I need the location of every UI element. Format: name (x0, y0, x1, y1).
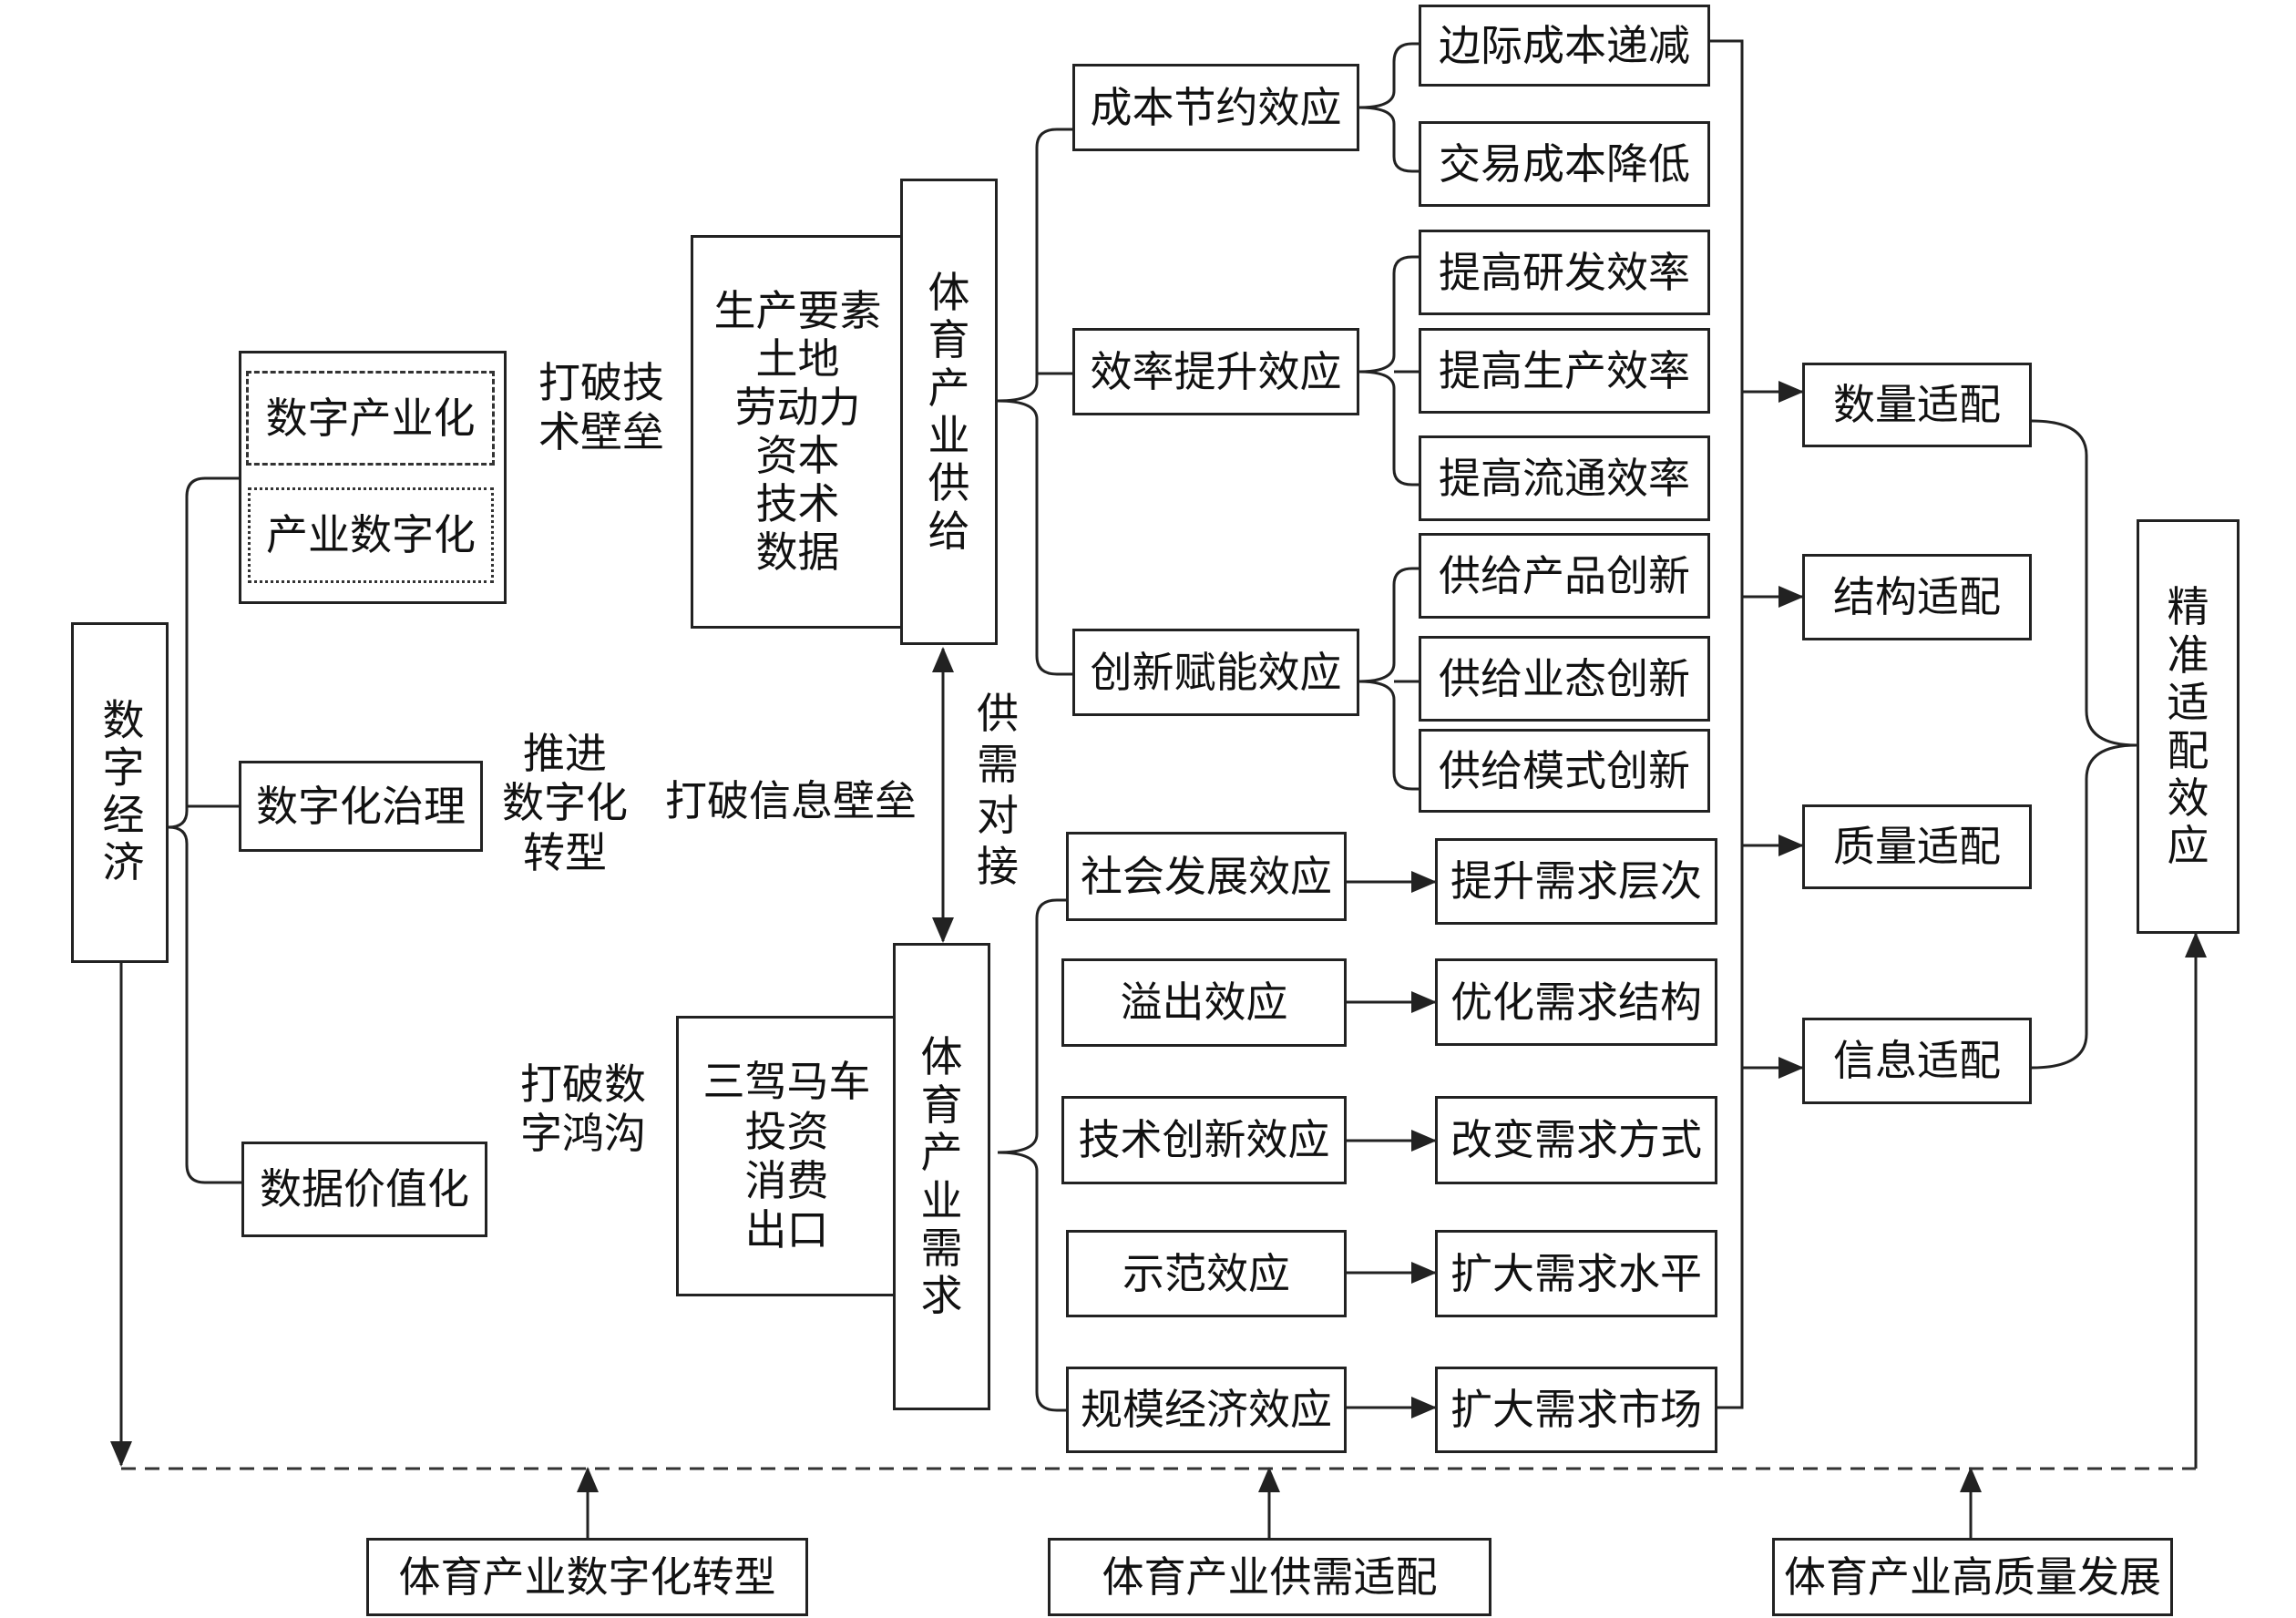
cost-saving-effect-label: 成本节约效应 (1090, 82, 1342, 132)
break-info-barrier-label: 打破信息壁垒 (665, 776, 917, 825)
change-demand-box: 改变需求方式 (1435, 1096, 1717, 1184)
digital-transformation-stage-label: 体育产业数字化转型 (398, 1551, 776, 1602)
sports-demand-label: 体 育 产 业 需 求 (920, 1032, 963, 1321)
marginal-cost-label: 边际成本递减 (1439, 20, 1690, 70)
break-tech-barrier-label: 打破技 术壁垒 (538, 358, 664, 457)
efficiency-effect-label: 效率提升效应 (1090, 346, 1342, 396)
information-adaptation-box: 信息适配 (1802, 1018, 2032, 1104)
digital-economy-box: 数字经济 (71, 622, 169, 963)
sports-demand-box: 体 育 产 业 需 求 (893, 943, 990, 1410)
innovation-effect-box: 创新赋能效应 (1072, 629, 1359, 716)
quality-adaptation-box: 质量适配 (1802, 804, 2032, 889)
high-quality-development-stage-box: 体育产业高质量发展 (1772, 1538, 2173, 1616)
expand-demand-level-box: 扩大需求水平 (1435, 1230, 1717, 1317)
upgrade-demand-box: 提升需求层次 (1435, 838, 1717, 925)
high-quality-development-stage-label: 体育产业高质量发展 (1784, 1551, 2161, 1602)
digital-governance-label: 数字化治理 (256, 781, 466, 831)
demonstration-effect-label: 示范效应 (1122, 1248, 1290, 1298)
precise-adaptation-effect-box: 精 准 适 配 效 应 (2137, 519, 2240, 934)
format-innovation-box: 供给业态创新 (1419, 636, 1710, 722)
expand-demand-market-box: 扩大需求市场 (1435, 1367, 1717, 1453)
break-digital-divide-label: 打破数 字鸿沟 (520, 1060, 646, 1159)
quality-adaptation-label: 质量适配 (1833, 822, 2001, 872)
efficiency-effect-box: 效率提升效应 (1072, 328, 1359, 415)
data-valorization-box: 数据价值化 (241, 1142, 487, 1237)
production-factors-box: 生产要素 土地 劳动力 资本 技术 数据 (691, 235, 902, 629)
production-factors-label: 生产要素 土地 劳动力 资本 技术 数据 (713, 286, 882, 577)
digital-governance-box: 数字化治理 (239, 761, 483, 852)
scale-economy-effect-box: 规模经济效应 (1066, 1367, 1347, 1453)
product-innovation-label: 供给产品创新 (1439, 550, 1690, 600)
precise-adaptation-effect-label: 精 准 适 配 效 应 (2167, 582, 2209, 871)
industrial-digitalization-label: 产业数字化 (266, 510, 476, 560)
model-innovation-label: 供给模式创新 (1439, 745, 1690, 795)
supply-demand-docking-label: 供 需 对 接 (977, 689, 1019, 892)
rd-efficiency-box: 提高研发效率 (1419, 230, 1710, 315)
expand-demand-level-label: 扩大需求水平 (1450, 1248, 1702, 1298)
circulation-efficiency-box: 提高流通效率 (1419, 435, 1710, 521)
upgrade-demand-label: 提升需求层次 (1450, 856, 1702, 906)
marginal-cost-box: 边际成本递减 (1419, 5, 1710, 87)
change-demand-label: 改变需求方式 (1450, 1115, 1702, 1165)
rd-efficiency-label: 提高研发效率 (1439, 247, 1690, 297)
cost-saving-effect-box: 成本节约效应 (1072, 64, 1359, 151)
scale-economy-effect-label: 规模经济效应 (1081, 1385, 1332, 1435)
industrial-digitalization-box: 产业数字化 (248, 487, 494, 583)
production-efficiency-label: 提高生产效率 (1439, 345, 1690, 395)
three-drivers-box: 三驾马车 投资 消费 出口 (676, 1016, 895, 1296)
tech-innovation-effect-label: 技术创新效应 (1078, 1115, 1330, 1165)
social-development-effect-label: 社会发展效应 (1081, 851, 1332, 901)
spillover-effect-label: 溢出效应 (1120, 978, 1288, 1028)
transaction-cost-box: 交易成本降低 (1419, 121, 1710, 207)
quantity-adaptation-label: 数量适配 (1833, 380, 2001, 430)
optimize-demand-label: 优化需求结构 (1450, 977, 1702, 1027)
digital-industrialization-box: 数字产业化 (246, 371, 495, 466)
product-innovation-box: 供给产品创新 (1419, 533, 1710, 619)
innovation-effect-label: 创新赋能效应 (1090, 647, 1342, 697)
tech-innovation-effect-box: 技术创新效应 (1061, 1096, 1347, 1184)
supply-demand-adaptation-stage-box: 体育产业供需适配 (1048, 1538, 1491, 1616)
spillover-effect-box: 溢出效应 (1061, 958, 1347, 1047)
demonstration-effect-box: 示范效应 (1066, 1230, 1347, 1317)
optimize-demand-box: 优化需求结构 (1435, 958, 1717, 1046)
data-valorization-label: 数据价值化 (260, 1164, 469, 1214)
digital-transformation-stage-box: 体育产业数字化转型 (366, 1538, 808, 1616)
digital-economy-label: 数字经济 (96, 698, 146, 887)
three-drivers-label: 三驾马车 投资 消费 出口 (702, 1057, 871, 1255)
circulation-efficiency-label: 提高流通效率 (1439, 453, 1690, 503)
sports-supply-label: 体 育 产 业 供 给 (928, 267, 970, 556)
advance-transformation-label: 推进 数字化 转型 (502, 729, 628, 877)
social-development-effect-box: 社会发展效应 (1066, 832, 1347, 921)
structure-adaptation-box: 结构适配 (1802, 554, 2032, 640)
information-adaptation-label: 信息适配 (1833, 1036, 2001, 1086)
expand-demand-market-label: 扩大需求市场 (1450, 1385, 1702, 1435)
model-innovation-box: 供给模式创新 (1419, 729, 1710, 813)
digital-industrialization-label: 数字产业化 (265, 393, 476, 443)
sports-supply-box: 体 育 产 业 供 给 (900, 179, 998, 645)
quantity-adaptation-box: 数量适配 (1802, 363, 2032, 447)
structure-adaptation-label: 结构适配 (1833, 572, 2001, 622)
format-innovation-label: 供给业态创新 (1439, 653, 1690, 703)
production-efficiency-box: 提高生产效率 (1419, 328, 1710, 414)
transaction-cost-label: 交易成本降低 (1439, 138, 1690, 189)
supply-demand-adaptation-stage-label: 体育产业供需适配 (1102, 1551, 1438, 1602)
